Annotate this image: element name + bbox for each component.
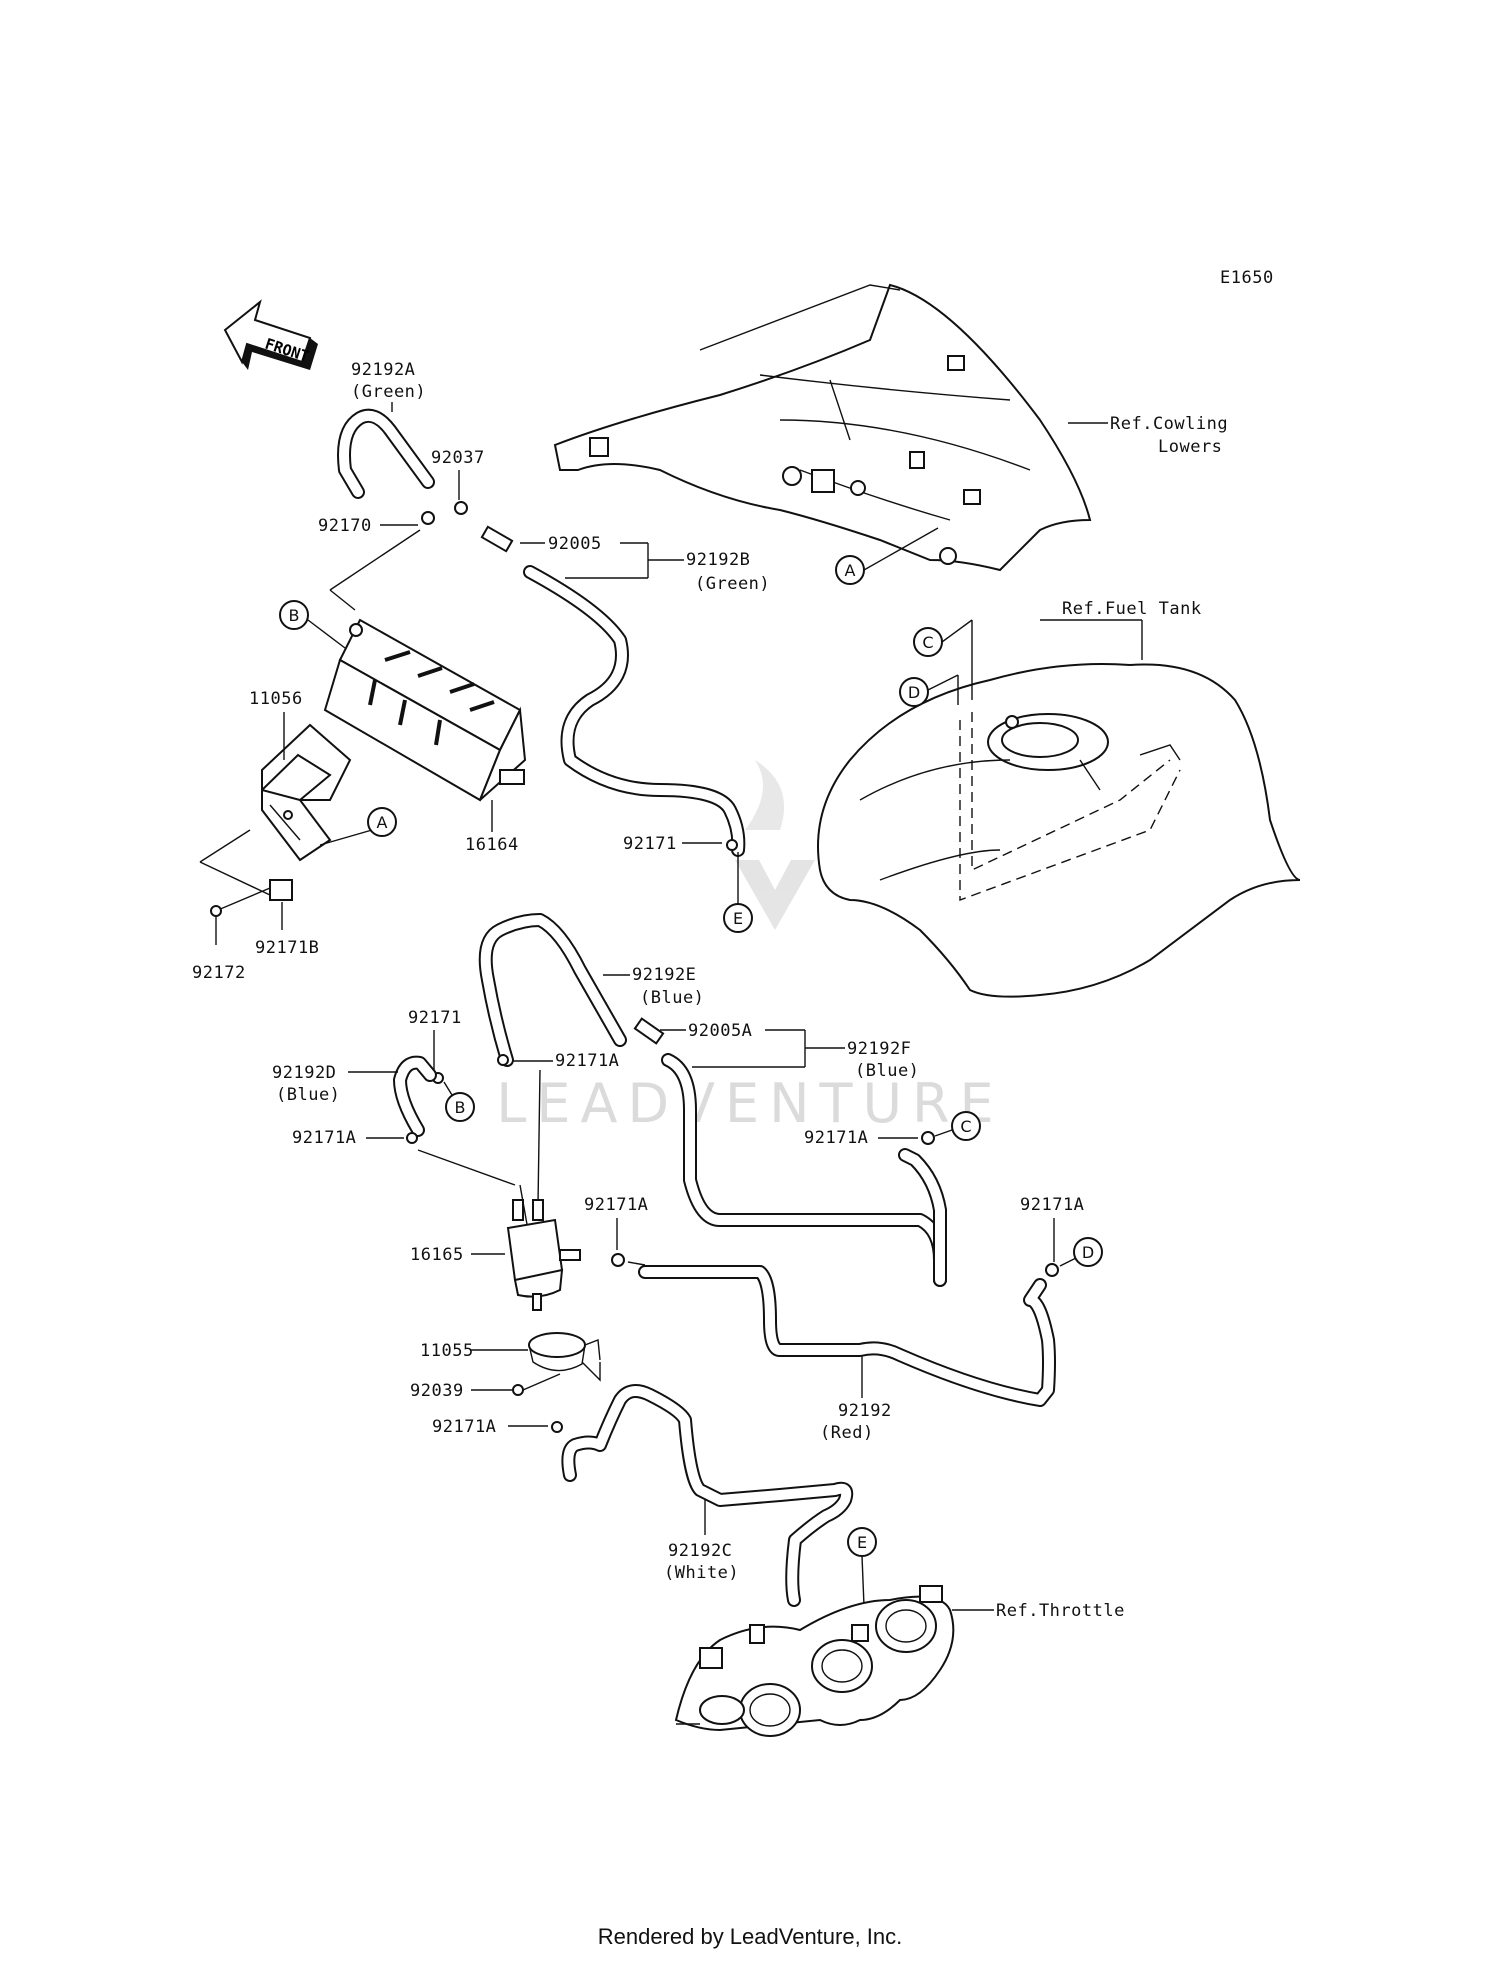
part-16165: 16165: [410, 1245, 464, 1265]
svg-text:E: E: [857, 1533, 867, 1552]
svg-text:A: A: [845, 561, 856, 580]
part-92005A: 92005A: [688, 1021, 752, 1041]
svg-text:E: E: [733, 909, 743, 928]
part-92171A-6: 92171A: [432, 1417, 496, 1437]
front-arrow-icon: FRONT: [223, 299, 318, 370]
part-92037: 92037: [431, 448, 485, 468]
part-92171A-4: 92171A: [1020, 1195, 1084, 1215]
part-11056: 11056: [249, 689, 303, 709]
part-11055: 11055: [420, 1341, 474, 1361]
part-92171A-1: 92171A: [555, 1051, 619, 1071]
svg-text:A: A: [377, 813, 388, 832]
part-92170: 92170: [318, 516, 372, 536]
part-92172: 92172: [192, 963, 246, 983]
part-92171A-3: 92171A: [804, 1128, 868, 1148]
part-92192C: 92192C: [668, 1541, 732, 1561]
svg-text:C: C: [922, 633, 933, 652]
part-92192D-color: (Blue): [276, 1085, 340, 1105]
callout-E-hose: [723, 903, 753, 933]
callout-A-bracket: [367, 807, 397, 837]
part-92192A: 92192A: [351, 360, 415, 380]
svg-text:C: C: [960, 1117, 971, 1136]
callout-C-hose: [951, 1111, 981, 1141]
ref-throttle: Ref.Throttle: [996, 1601, 1125, 1621]
part-92171-left: 92171: [408, 1008, 462, 1028]
part-92039: 92039: [410, 1381, 464, 1401]
part-92192B: 92192B: [686, 550, 750, 570]
svg-text:B: B: [455, 1098, 466, 1117]
diagram-id: E1650: [1220, 268, 1274, 288]
part-92005: 92005: [548, 534, 602, 554]
part-92192D: 92192D: [272, 1063, 336, 1083]
part-92192F: 92192F: [847, 1039, 911, 1059]
fuel-tank: [817, 663, 1301, 998]
watermark: LEADVENTURE: [496, 760, 1003, 1135]
part-92171B: 92171B: [255, 938, 319, 958]
part-92192B-color: (Green): [695, 574, 770, 594]
part-92171-top: 92171: [623, 834, 677, 854]
part-92171A-2: 92171A: [292, 1128, 356, 1148]
callout-B-canister: [279, 600, 309, 630]
callout-D-tank: [899, 677, 929, 707]
part-92192E-color: (Blue): [640, 988, 704, 1008]
callout-B-hose: [445, 1092, 475, 1122]
part-92192A-color: (Green): [351, 382, 426, 402]
ref-fuel-tank: Ref.Fuel Tank: [1062, 599, 1202, 619]
part-92192-color: (Red): [820, 1423, 874, 1443]
svg-text:B: B: [289, 606, 300, 625]
svg-text:D: D: [908, 683, 920, 702]
filter-16165: [506, 1069, 581, 1311]
bracket-11056: [261, 723, 352, 862]
part-92192F-color: (Blue): [855, 1061, 919, 1081]
part-16164: 16164: [465, 835, 519, 855]
footer-credit: Rendered by LeadVenture, Inc.: [598, 1924, 903, 1949]
callout-D-hose: [1073, 1237, 1103, 1267]
part-92192E: 92192E: [632, 965, 696, 985]
throttle-bodies: [674, 1585, 955, 1737]
callout-C-tank: [913, 627, 943, 657]
cowling-lowers: [553, 283, 1092, 572]
part-92192C-color: (White): [664, 1563, 739, 1583]
callout-A-top: [835, 555, 865, 585]
part-92192: 92192: [838, 1401, 892, 1421]
canister-16164: [323, 618, 527, 802]
part-92171A-5: 92171A: [584, 1195, 648, 1215]
watermark-text: LEADVENTURE: [496, 1072, 1003, 1135]
svg-text:D: D: [1082, 1243, 1094, 1262]
ref-cowling-line1: Ref.Cowling: [1110, 414, 1228, 434]
clamp-11055: [528, 1332, 601, 1382]
ref-cowling-line2: Lowers: [1158, 437, 1222, 457]
